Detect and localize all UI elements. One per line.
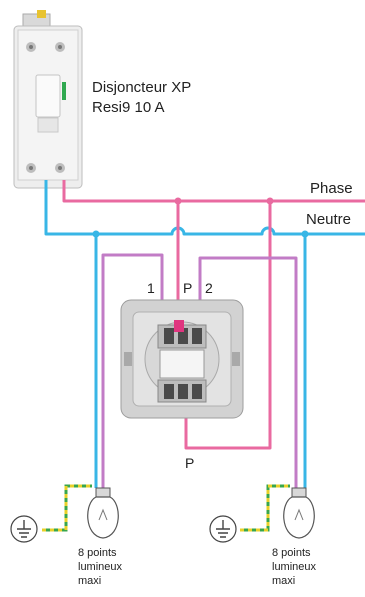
light-bulb-icon: [283, 487, 315, 539]
traveler-wires: [101, 253, 298, 488]
lamp-caption-line: lumineux: [78, 561, 123, 573]
neutral-junction-right: [301, 230, 309, 238]
earth-wires: [42, 484, 290, 532]
light-bulb-icon: [87, 487, 119, 539]
breaker-name: Disjoncteur XP: [92, 79, 192, 96]
lamp-caption-line: lumineux: [272, 561, 317, 573]
two-way-switch: [120, 299, 244, 419]
terminal-1-label: 1: [147, 280, 155, 296]
earth-ground-icon: [10, 515, 38, 543]
lamp-caption-line: 8 points: [78, 547, 117, 559]
switch-return-to-lamp-right: [184, 201, 272, 450]
lamp-caption-left: 8 points lumineux maxi: [78, 546, 122, 588]
lamp-caption-line: maxi: [272, 575, 296, 587]
wire-terminal-1: [101, 253, 164, 488]
terminal-p-bottom-label: P: [185, 455, 195, 471]
terminal-2-label: 2: [205, 280, 213, 296]
lamp-caption-line: 8 points: [272, 547, 311, 559]
circuit-breaker: [13, 10, 83, 189]
neutral-bus: [44, 180, 365, 236]
terminal-p-label: P: [183, 280, 193, 296]
lamp-caption-line: maxi: [78, 575, 102, 587]
phase-junction: [174, 197, 182, 205]
phase-junction-right: [266, 197, 274, 205]
phase-label: Phase: [310, 180, 353, 197]
breaker-rating: Resi9 10 A: [92, 99, 165, 116]
phase-bus: [62, 180, 365, 203]
neutral-junction-left: [92, 230, 100, 238]
lamp-caption-right: 8 points lumineux maxi: [272, 546, 316, 588]
wire-terminal-2: [198, 256, 298, 488]
earth-ground-icon: [209, 515, 237, 543]
neutral-label: Neutre: [306, 211, 352, 228]
neutral-wires: [44, 180, 365, 488]
